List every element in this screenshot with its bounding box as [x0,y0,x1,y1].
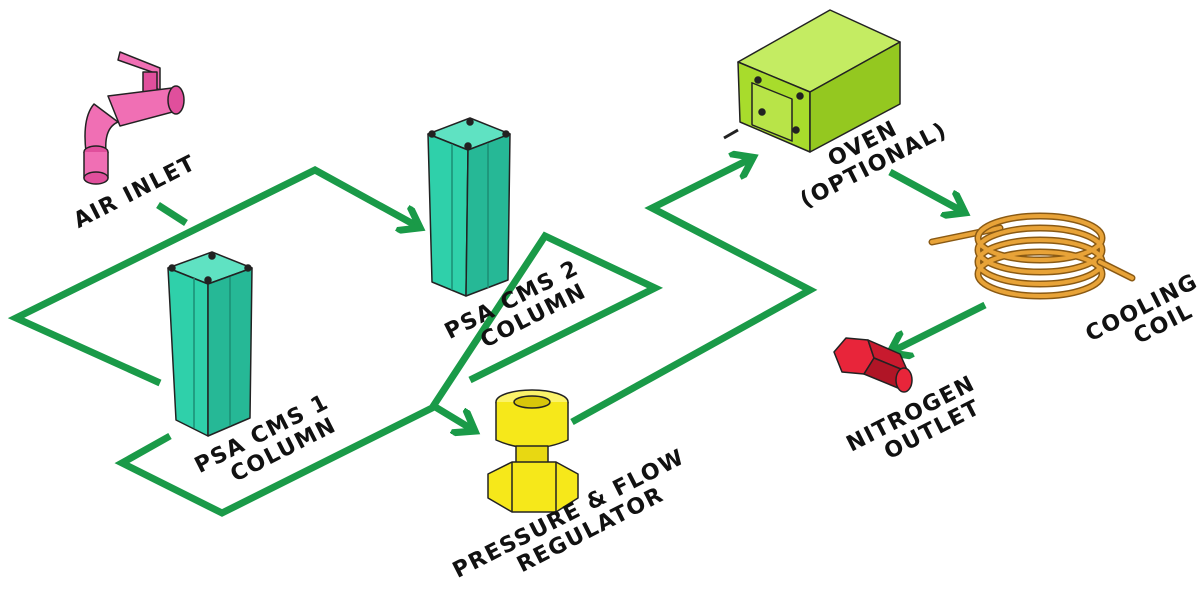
oven-icon [723,9,901,153]
air-inlet-tap-icon [83,51,185,185]
flow-coil-to-outlet [895,301,987,350]
flow-loop-outer [7,166,415,387]
flow-air-inlet-branch [156,202,188,226]
regulator-label-line1: PRESSURE & FLOW [449,445,689,584]
flow-to-regulator [430,402,470,428]
flow-lines [7,160,987,517]
flow-regulator-to-oven [570,160,818,426]
psa-column-1-icon [167,251,253,437]
cooling-coil-icon [928,212,1136,300]
nitrogen-outlet-icon [833,337,913,393]
regulator-icon [487,389,579,513]
psa-column-2-icon [427,117,511,297]
flow-oven-to-coil [888,168,960,210]
